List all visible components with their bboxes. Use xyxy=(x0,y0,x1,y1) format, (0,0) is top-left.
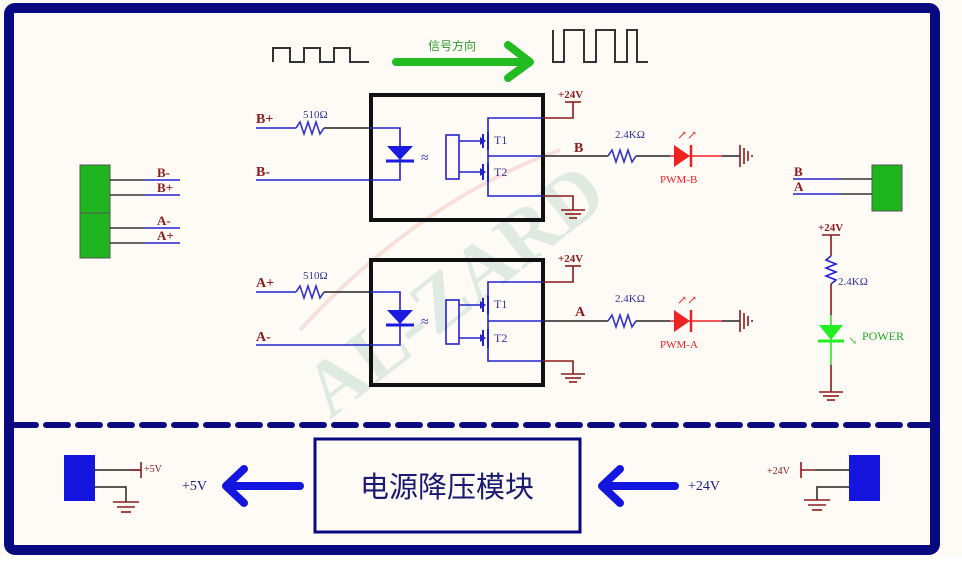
led-emission-icon: ↗↗ xyxy=(677,293,697,307)
led-emission-icon: ↘ xyxy=(848,335,857,347)
optocoupler-channel-b: 510Ω B+ B- ≈ T1 T2 +24V xyxy=(256,89,753,222)
pin-label: A xyxy=(794,179,804,194)
led-emission-icon: ↗↗ xyxy=(677,128,697,142)
pin-label: B+ xyxy=(157,180,173,195)
signal-arrow-head xyxy=(504,41,534,82)
input-minus-label-a: A- xyxy=(256,330,271,345)
input-arrow-head xyxy=(598,465,624,507)
transistor-t1-label-b: T1 xyxy=(494,133,507,147)
led-pwm-a xyxy=(674,310,690,332)
photo-sensor-b xyxy=(445,134,460,180)
input-waveform xyxy=(272,47,369,63)
ground-icon xyxy=(543,195,585,219)
supply-label-a: +24V xyxy=(558,253,583,265)
led-label-b: PWM-B xyxy=(660,174,697,186)
light-waves-icon: ≈ xyxy=(421,151,429,166)
input-voltage-label: +24V xyxy=(688,479,720,494)
power-supply-label: +24V xyxy=(818,222,843,234)
transistor-t2-label-a: T2 xyxy=(494,331,507,345)
pin-label: B- xyxy=(157,165,170,180)
resistor-510-b xyxy=(295,119,325,137)
signal-direction-label: 信号方向 xyxy=(428,38,476,53)
resistor-2k4-b xyxy=(607,147,637,165)
right-output-connector: B A xyxy=(793,164,903,212)
transistor-t1-label-a: T1 xyxy=(494,297,507,311)
output-resistor-label-a: 2.4KΩ xyxy=(615,293,645,305)
input-plus-label-b: B+ xyxy=(256,112,273,127)
ground-icon xyxy=(113,501,139,513)
power-indicator: +24V 2.4KΩ ↘ POWER xyxy=(818,222,904,401)
pin-label: B xyxy=(794,164,803,179)
output-5v-connector xyxy=(64,455,95,501)
input-led-b xyxy=(387,146,413,160)
input-24v-connector xyxy=(849,455,880,501)
input-resistor-label-b: 510Ω xyxy=(303,109,328,121)
watermark: AL-ZARD xyxy=(287,146,621,433)
optocoupler-box-b xyxy=(369,93,545,222)
power-led-label: POWER xyxy=(862,329,904,343)
pin-label: A- xyxy=(157,213,171,228)
led-label-a: PWM-A xyxy=(660,339,698,351)
power-led xyxy=(819,325,843,340)
power-resistor-label: 2.4KΩ xyxy=(838,276,868,288)
input-minus-label-b: B- xyxy=(256,165,270,180)
ground-icon xyxy=(543,360,585,383)
power-module-box xyxy=(313,437,582,534)
connector-24v-label: +24V xyxy=(767,466,791,477)
ground-icon xyxy=(804,499,830,511)
input-led-a xyxy=(387,310,413,324)
outer-frame xyxy=(4,3,940,555)
light-waves-icon: ≈ xyxy=(421,315,429,330)
led-pwm-b xyxy=(674,145,690,167)
resistor-2k4-a xyxy=(607,312,637,330)
chassis-ground-icon xyxy=(739,145,753,167)
output-voltage-label: +5V xyxy=(182,479,207,494)
output-label-a: A xyxy=(575,305,586,320)
transistor-t2-label-b: T2 xyxy=(494,165,507,179)
connector-5v-label: +5V xyxy=(144,464,163,475)
optocoupler-channel-a: 510Ω A+ A- ≈ T1 T2 +24V A xyxy=(256,253,753,387)
output-label-b: B xyxy=(574,141,583,156)
supply-label-b: +24V xyxy=(558,89,583,101)
signal-direction: 信号方向 xyxy=(272,29,648,82)
pin-label: A+ xyxy=(157,228,174,243)
left-input-connector: B- B+ A- A+ xyxy=(79,164,180,259)
resistor-510-a xyxy=(295,283,325,301)
power-section: +5V +5V 电源降压模块 +24V +24V xyxy=(64,437,880,534)
chassis-ground-icon xyxy=(739,310,753,332)
output-waveform xyxy=(552,29,648,63)
output-arrow-head xyxy=(222,465,248,507)
photo-sensor-a xyxy=(445,299,460,345)
input-resistor-label-a: 510Ω xyxy=(303,270,328,282)
power-resistor xyxy=(823,255,839,285)
input-plus-label-a: A+ xyxy=(256,276,274,291)
optocoupler-box-a xyxy=(369,258,545,387)
ground-icon xyxy=(819,391,843,401)
output-resistor-label-b: 2.4KΩ xyxy=(615,129,645,141)
power-module-title: 电源降压模块 xyxy=(360,470,534,504)
